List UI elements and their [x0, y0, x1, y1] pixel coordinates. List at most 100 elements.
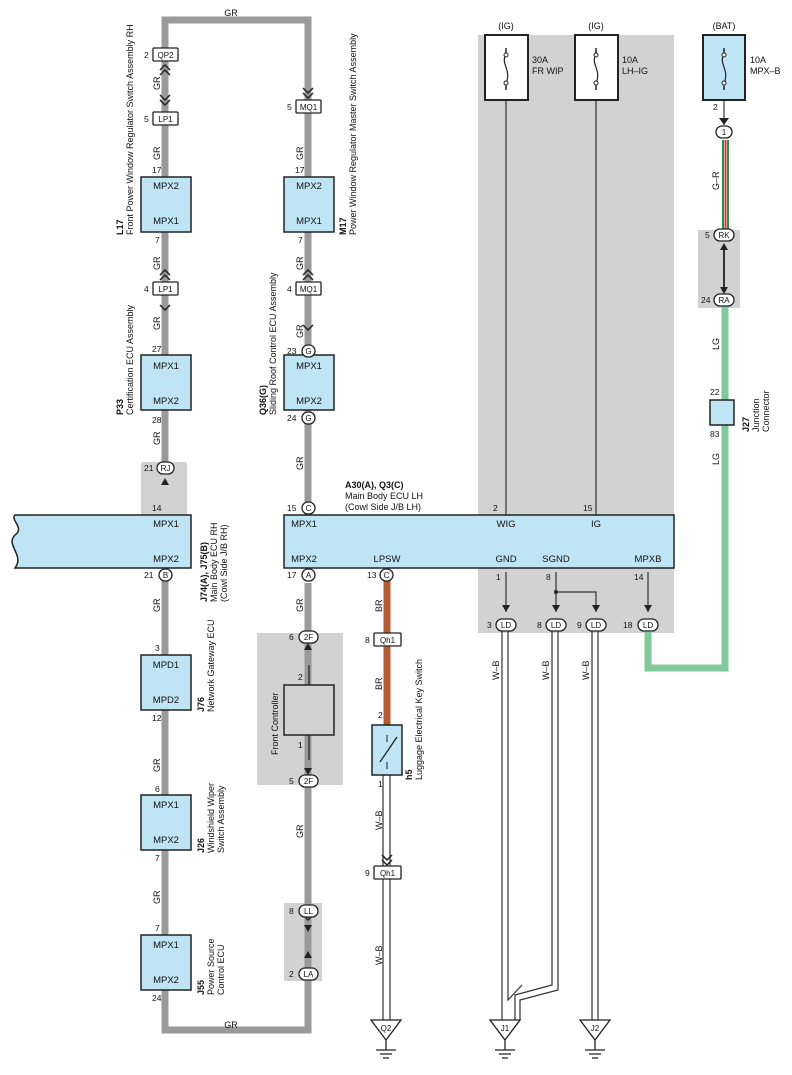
svg-text:J2: J2 — [591, 1024, 600, 1033]
svg-text:27: 27 — [152, 344, 162, 354]
svg-text:h5: h5 — [404, 769, 414, 780]
svg-text:LP1: LP1 — [158, 285, 173, 294]
svg-text:GR: GR — [152, 316, 162, 330]
svg-text:MPX2: MPX2 — [296, 396, 322, 407]
svg-text:Network Gateway ECU: Network Gateway ECU — [206, 619, 216, 712]
fuse-10a-mpx-b — [702, 34, 746, 101]
svg-text:MPXB: MPXB — [635, 554, 662, 565]
svg-text:LD: LD — [501, 621, 511, 630]
svg-text:A: A — [306, 571, 312, 580]
svg-text:8: 8 — [546, 572, 551, 582]
wb-wires — [382, 630, 599, 1020]
svg-text:17: 17 — [295, 165, 305, 175]
svg-text:GR: GR — [152, 758, 162, 772]
svg-text:MPX2: MPX2 — [153, 396, 179, 407]
svg-text:24: 24 — [287, 413, 297, 423]
svg-text:J27: J27 — [741, 417, 751, 432]
svg-text:1: 1 — [378, 779, 383, 789]
svg-text:LL: LL — [304, 907, 313, 916]
svg-text:M17: M17 — [338, 217, 348, 235]
svg-text:1: 1 — [496, 572, 501, 582]
svg-text:4: 4 — [287, 284, 292, 294]
svg-text:6: 6 — [289, 632, 294, 642]
fuse2-name: LH–IG — [622, 66, 648, 76]
wire-label-bottom: GR — [224, 1020, 238, 1030]
j55-box — [140, 934, 192, 991]
m17-box — [283, 176, 335, 233]
svg-text:18: 18 — [623, 620, 633, 630]
svg-text:MQ1: MQ1 — [300, 285, 318, 294]
svg-text:1: 1 — [722, 128, 727, 137]
svg-text:J26: J26 — [196, 838, 206, 853]
svg-text:4: 4 — [144, 284, 149, 294]
svg-text:Connector: Connector — [761, 390, 771, 432]
svg-text:MPX1: MPX1 — [153, 800, 179, 811]
svg-text:6: 6 — [155, 784, 160, 794]
svg-text:GR: GR — [152, 256, 162, 270]
svg-text:5: 5 — [144, 114, 149, 124]
svg-text:Main Body ECU RH: Main Body ECU RH — [209, 522, 219, 602]
svg-text:83: 83 — [710, 429, 720, 439]
svg-text:MPX2: MPX2 — [153, 975, 179, 986]
svg-text:17: 17 — [287, 570, 297, 580]
svg-text:2: 2 — [144, 50, 149, 60]
svg-text:GND: GND — [495, 554, 516, 565]
svg-text:G: G — [305, 414, 311, 423]
fuse-10a-lh-ig — [574, 34, 619, 101]
svg-text:9: 9 — [365, 868, 370, 878]
svg-text:5: 5 — [289, 776, 294, 786]
svg-text:(Cowl Side J/B RH): (Cowl Side J/B RH) — [219, 524, 229, 602]
j26-box — [140, 794, 192, 851]
svg-text:2F: 2F — [304, 633, 313, 642]
svg-text:RJ: RJ — [161, 464, 171, 473]
svg-text:15: 15 — [583, 503, 593, 513]
svg-text:Switch Assembly: Switch Assembly — [216, 785, 226, 853]
svg-text:Windshield Wiper: Windshield Wiper — [206, 783, 216, 853]
svg-text:MPD2: MPD2 — [153, 695, 179, 706]
svg-text:7: 7 — [298, 235, 303, 245]
svg-text:G: G — [305, 347, 311, 356]
svg-text:Qh1: Qh1 — [380, 636, 396, 645]
svg-text:W–B: W–B — [491, 660, 501, 680]
svg-text:14: 14 — [634, 572, 644, 582]
svg-text:(Cowl Side J/B LH): (Cowl Side J/B LH) — [345, 502, 421, 512]
ground-labels: Q2 J1 J2 — [381, 1024, 600, 1033]
svg-text:Front Power Window Regulator S: Front Power Window Regulator Switch Asse… — [125, 24, 135, 235]
svg-text:8: 8 — [289, 906, 294, 916]
svg-text:P33: P33 — [115, 399, 125, 415]
grounds — [369, 1019, 612, 1059]
svg-text:LD: LD — [591, 621, 601, 630]
svg-text:L17: L17 — [115, 219, 125, 235]
component-pin-labels: MPX2 MPX1 MPX2 MPX1 MPX1 MPX2 MPX1 MPX2 … — [153, 181, 662, 986]
svg-text:2: 2 — [713, 102, 718, 112]
svg-text:8: 8 — [537, 620, 542, 630]
svg-text:Control ECU: Control ECU — [216, 944, 226, 995]
svg-text:MPD1: MPD1 — [153, 660, 179, 671]
j74-box — [11, 514, 192, 569]
fuse2-amp: 10A — [622, 55, 638, 65]
l17-box — [140, 176, 192, 233]
svg-text:Sliding Roof Control ECU Assem: Sliding Roof Control ECU Assembly — [268, 272, 278, 415]
svg-text:LG: LG — [711, 453, 721, 465]
svg-text:GR: GR — [152, 890, 162, 904]
svg-text:BR: BR — [374, 677, 384, 690]
svg-text:W–B: W–B — [374, 810, 384, 830]
svg-text:J55: J55 — [196, 980, 206, 995]
svg-text:Power Window Regulator Master: Power Window Regulator Master Switch Ass… — [348, 33, 358, 235]
svg-text:15: 15 — [287, 503, 297, 513]
wire-label-top: GR — [224, 8, 238, 18]
svg-text:12: 12 — [152, 713, 162, 723]
svg-text:GR: GR — [152, 76, 162, 90]
fuse1-name: FR WIP — [532, 66, 564, 76]
svg-text:W–B: W–B — [541, 660, 551, 680]
connector-tag-labels: QP2 LP1 MQ1 LP1 MQ1 Qh1 Qh1 RJ B G G C A… — [157, 51, 730, 979]
svg-text:IG: IG — [591, 519, 601, 530]
svg-text:GR: GR — [295, 256, 305, 270]
svg-text:GR: GR — [152, 598, 162, 612]
fuse3-amp: 10A — [750, 55, 766, 65]
pin-numbers: 2 5 17 7 4 27 28 21 14 21 3 12 6 7 7 24 … — [144, 50, 720, 1003]
svg-text:24: 24 — [152, 993, 162, 1003]
svg-text:2: 2 — [298, 672, 303, 682]
svg-text:Q36(G): Q36(G) — [258, 385, 268, 415]
